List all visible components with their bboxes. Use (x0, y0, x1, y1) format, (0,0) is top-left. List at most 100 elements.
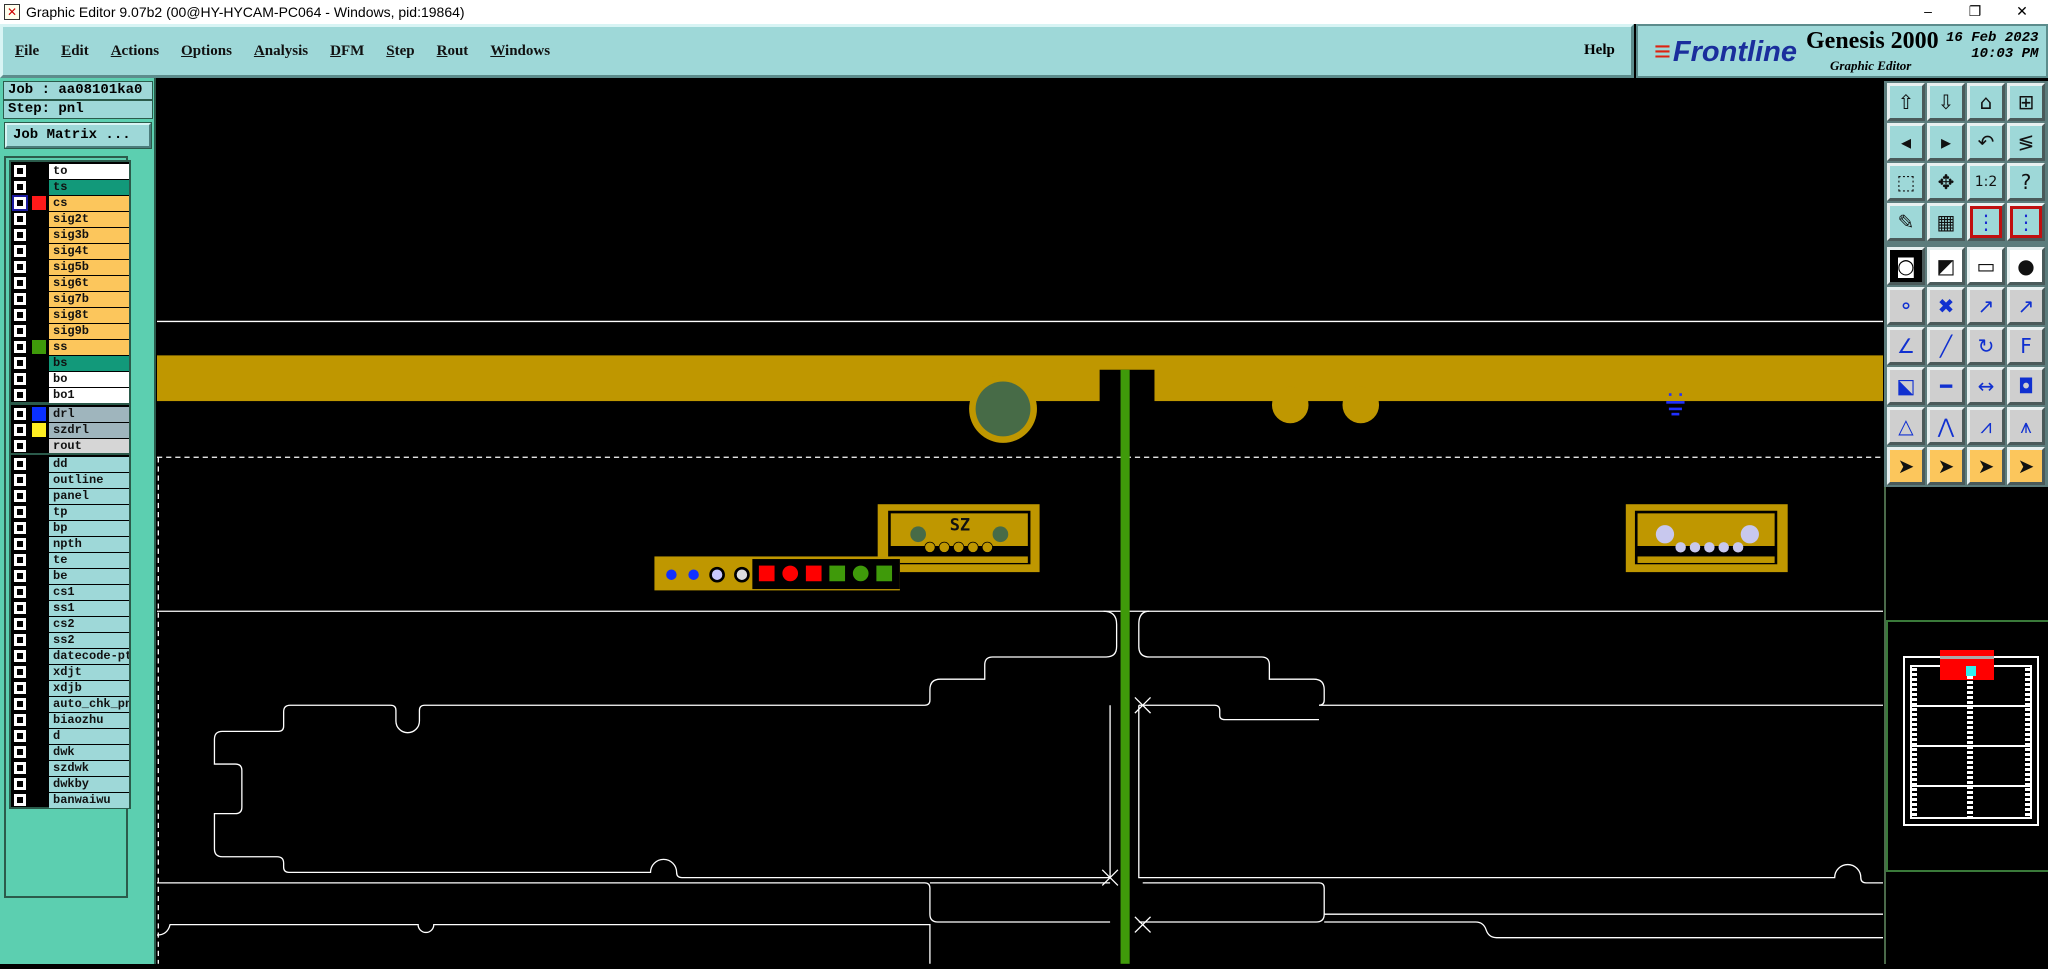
layer-checkbox[interactable] (14, 794, 26, 806)
layer-checkbox[interactable] (14, 277, 26, 289)
menu-dfm[interactable]: DFM (330, 42, 365, 59)
line-button[interactable]: ━ (1927, 367, 1965, 405)
layer-name[interactable]: cs1 (49, 585, 129, 600)
layer-row-bs[interactable]: bs (11, 355, 129, 371)
layer-row-ss[interactable]: ss (11, 339, 129, 355)
layer-row-te[interactable]: te (11, 552, 129, 568)
layer-checkbox[interactable] (14, 341, 26, 353)
menu-actions[interactable]: Actions (110, 42, 160, 59)
snap-corner-button[interactable]: ◩ (1927, 247, 1965, 285)
arc-up-button[interactable]: ⋀ (1927, 407, 1965, 445)
layer-checkbox[interactable] (14, 506, 26, 518)
layer-row-datecode-ptc[interactable]: datecode-ptc (11, 648, 129, 664)
layer-checkbox[interactable] (14, 357, 26, 369)
layer-row-sig8t[interactable]: sig8t (11, 307, 129, 323)
layer-name[interactable]: sig9b (49, 324, 129, 339)
move-shape-button[interactable]: ⬕ (1887, 367, 1925, 405)
layer-checkbox[interactable] (14, 213, 26, 225)
layer-name[interactable]: szdwk (49, 761, 129, 776)
layer-name[interactable]: szdrl (49, 423, 129, 438)
layer-name[interactable]: datecode-ptc (49, 649, 129, 664)
layer-row-dd[interactable]: dd (11, 456, 129, 472)
snap-pad-button[interactable]: ◙ (1887, 247, 1925, 285)
layer-name[interactable]: ts (49, 180, 129, 195)
layer-row-szdrl[interactable]: szdrl (11, 422, 129, 438)
layer-name[interactable]: outline (49, 473, 129, 488)
arc-cross-button[interactable]: ⩚ (2007, 407, 2045, 445)
layer-name[interactable]: xdjt (49, 665, 129, 680)
layer-checkbox[interactable] (14, 165, 26, 177)
layer-name[interactable]: ss (49, 340, 129, 355)
zoom-center-button[interactable]: ✥ (1927, 163, 1965, 201)
layer-row-drl[interactable]: drl (11, 406, 129, 422)
layer-checkbox[interactable] (14, 474, 26, 486)
layer-row-bo[interactable]: bo (11, 371, 129, 387)
layer-checkbox[interactable] (14, 762, 26, 774)
layer-row-cs2[interactable]: cs2 (11, 616, 129, 632)
layer-row-biaozhu[interactable]: biaozhu (11, 712, 129, 728)
pan-left-button[interactable]: ◂ (1887, 123, 1925, 161)
menu-options[interactable]: Options (181, 42, 232, 59)
layer-name[interactable]: ss1 (49, 601, 129, 616)
layer-name[interactable]: dwkby (49, 777, 129, 792)
connect-pads-button[interactable]: ⚬ (1887, 287, 1925, 325)
layer-name[interactable]: be (49, 569, 129, 584)
move-point-button[interactable]: ↗ (1967, 287, 2005, 325)
open-up-button[interactable]: ⇧ (1887, 83, 1925, 121)
layer-name[interactable]: sig5b (49, 260, 129, 275)
save-down-button[interactable]: ⇩ (1927, 83, 1965, 121)
help-button[interactable]: ? (2007, 163, 2045, 201)
layer-checkbox[interactable] (14, 424, 26, 436)
layer-row-npth[interactable]: npth (11, 536, 129, 552)
menu-analysis[interactable]: Analysis (253, 42, 309, 59)
layer-checkbox[interactable] (14, 522, 26, 534)
layer-name[interactable]: xdjb (49, 681, 129, 696)
layer-name[interactable]: d (49, 729, 129, 744)
layer-row-sig2t[interactable]: sig2t (11, 211, 129, 227)
layer-checkbox[interactable] (14, 698, 26, 710)
layer-name[interactable]: dd (49, 457, 129, 472)
menu-windows[interactable]: Windows (490, 42, 551, 59)
layer-checkbox[interactable] (14, 570, 26, 582)
layer-checkbox[interactable] (14, 229, 26, 241)
layer-row-auto_chk_pnl[interactable]: auto_chk_pnl (11, 696, 129, 712)
layer-checkbox[interactable] (14, 293, 26, 305)
layer-row-dwkby[interactable]: dwkby (11, 776, 129, 792)
layer-row-sig6t[interactable]: sig6t (11, 275, 129, 291)
arc-wide-button[interactable]: ⩘ (1967, 407, 2005, 445)
layer-checkbox[interactable] (14, 538, 26, 550)
layer-row-panel[interactable]: panel (11, 488, 129, 504)
layer-checkbox[interactable] (14, 618, 26, 630)
layer-row-szdwk[interactable]: szdwk (11, 760, 129, 776)
layer-name[interactable]: biaozhu (49, 713, 129, 728)
graphic-canvas[interactable]: SZ (156, 81, 1883, 964)
menu-edit[interactable]: Edit (61, 42, 89, 59)
layer-checkbox[interactable] (14, 634, 26, 646)
layer-name[interactable]: dwk (49, 745, 129, 760)
layer-checkbox[interactable] (14, 650, 26, 662)
layer-checkbox[interactable] (14, 373, 26, 385)
zoom-fit-button[interactable]: ⬚ (1887, 163, 1925, 201)
menu-file[interactable]: File (15, 42, 40, 59)
menu-step[interactable]: Step (386, 42, 415, 59)
layer-row-sig4t[interactable]: sig4t (11, 243, 129, 259)
select-button[interactable]: ➤ (1887, 447, 1925, 485)
layer-checkbox[interactable] (14, 408, 26, 420)
layer-checkbox[interactable] (14, 714, 26, 726)
layer-checkbox[interactable] (14, 490, 26, 502)
layer-name[interactable]: auto_chk_pnl (49, 697, 129, 712)
select-box-button[interactable]: ➤ (1927, 447, 1965, 485)
layer-name[interactable]: sig6t (49, 276, 129, 291)
layer-row-rout[interactable]: rout (11, 438, 129, 454)
close-button[interactable]: ✕ (2016, 3, 2028, 19)
layer-checkbox[interactable] (14, 682, 26, 694)
layer-row-ss2[interactable]: ss2 (11, 632, 129, 648)
layer-checkbox[interactable] (14, 261, 26, 273)
layer-row-cs[interactable]: cs (11, 195, 129, 211)
select-net-button[interactable]: ➤ (2007, 447, 2045, 485)
layer-row-sig9b[interactable]: sig9b (11, 323, 129, 339)
layer-row-be[interactable]: be (11, 568, 129, 584)
layer-name[interactable]: bp (49, 521, 129, 536)
layer-checkbox[interactable] (14, 309, 26, 321)
